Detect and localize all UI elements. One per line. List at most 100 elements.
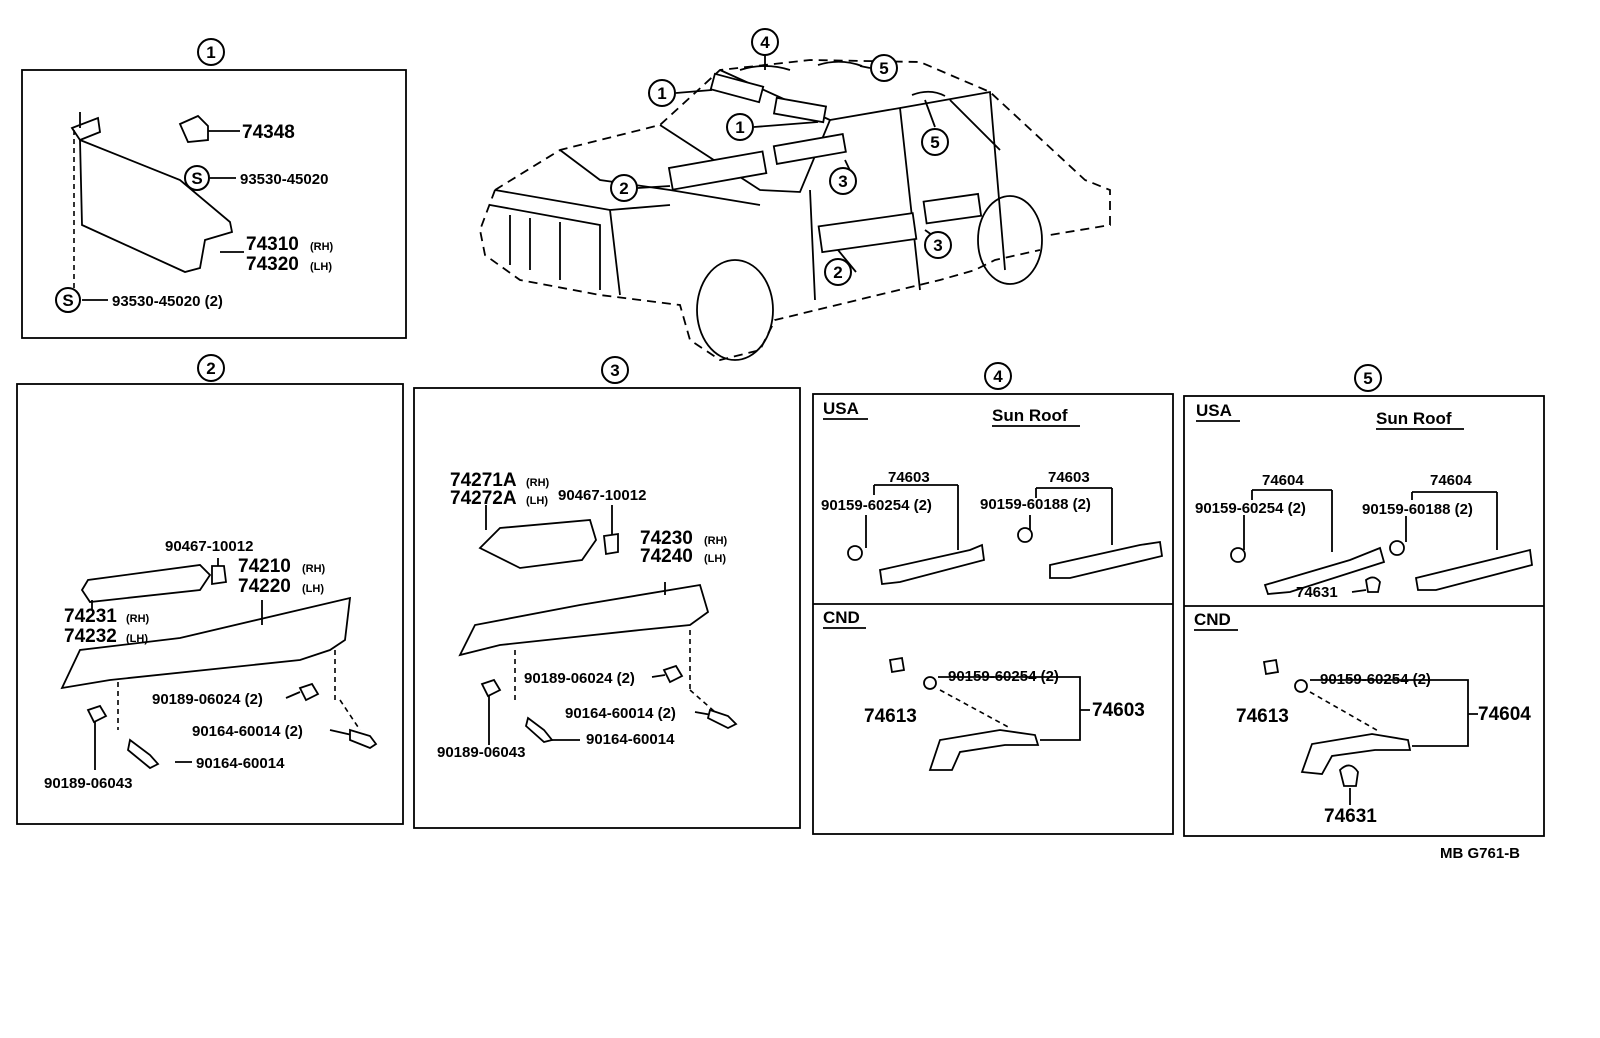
side-rh-74310: (RH) <box>310 241 334 253</box>
side-rh-74271a: (RH) <box>526 477 550 489</box>
part-74310: 74310 <box>246 234 299 255</box>
side-lh-74220: (LH) <box>302 583 324 595</box>
armrest-front-right <box>772 133 847 165</box>
grip-74603-a <box>878 543 985 585</box>
panel-5-sunroof-label: Sun Roof <box>1376 409 1452 428</box>
cnd-grip-74604 <box>1300 733 1412 775</box>
car-callout-2a: 2 <box>610 174 638 202</box>
part-90164-60014-2: 90164-60014 (2) <box>192 723 303 740</box>
cnd-cap-74613 <box>1262 658 1280 676</box>
panel-2-armrest: 2 90467-10012 74210 (RH) 74220 (LH) 7423… <box>16 354 404 825</box>
part-93530-45020-2: 93530-45020 (2) <box>112 293 223 310</box>
svg-text:4: 4 <box>760 33 770 52</box>
part-90159-60254-2-cnd: 90159-60254 (2) <box>1320 671 1431 688</box>
car-outline <box>479 59 1111 361</box>
part-74240: 74240 <box>640 546 693 567</box>
panel-5-usa-brackets <box>1243 489 1498 593</box>
svg-text:5: 5 <box>879 59 888 78</box>
cnd-grip-74603 <box>928 729 1040 771</box>
svg-text:2: 2 <box>833 263 842 282</box>
panel-1-frame <box>21 69 407 339</box>
panel-3-frame <box>413 387 801 829</box>
visor-clip-74348 <box>178 114 209 143</box>
cnd-cap-74613 <box>888 656 906 674</box>
part-90159-60254-2: 90159-60254 (2) <box>1195 500 1306 517</box>
visor-front-right <box>772 96 828 124</box>
car-callout-4: 4 <box>751 28 779 56</box>
part-90159-60254-2: 90159-60254 (2) <box>821 497 932 514</box>
panel-2-callout: 2 <box>197 354 225 382</box>
armrest-pad-74210 <box>80 564 212 603</box>
panel-5-callout: 5 <box>1354 364 1382 392</box>
panel-4-assist-grip: 4 USA Sun Roof CND 74603 90159-60254 (2)… <box>812 362 1174 835</box>
panel-3-leaders <box>485 505 713 745</box>
side-lh-74272a: (LH) <box>526 495 548 507</box>
car-callout-2b: 2 <box>824 258 852 286</box>
grip-74604-b <box>1414 548 1533 591</box>
visor-front-left <box>709 72 765 104</box>
part-74348: 74348 <box>242 122 295 143</box>
panel-4-callout: 4 <box>984 362 1012 390</box>
part-90189-06043: 90189-06043 <box>437 744 525 761</box>
panel-1-callout: 1 <box>197 38 225 66</box>
svg-text:3: 3 <box>610 361 619 380</box>
car-rear-door <box>899 90 1006 271</box>
armrest-pad-74230 <box>458 583 710 657</box>
panel-3-callout: 3 <box>601 356 629 384</box>
armrest-cover-74271a <box>478 519 597 569</box>
screw-90159-60254 <box>847 545 863 561</box>
bolt-90164-60014-2 <box>349 728 378 750</box>
part-90159-60188-2: 90159-60188 (2) <box>980 496 1091 513</box>
svg-text:3: 3 <box>933 236 942 255</box>
part-74603-cnd: 74603 <box>1092 700 1145 721</box>
svg-text:1: 1 <box>206 43 215 62</box>
nut-90189-06043 <box>86 704 108 724</box>
panel-5-cnd-label: CND <box>1194 610 1231 629</box>
part-74320: 74320 <box>246 254 299 275</box>
panel-5-usa-label: USA <box>1196 401 1232 420</box>
panel-4-frame <box>812 393 1174 835</box>
part-74271a: 74271A <box>450 470 517 491</box>
svg-text:3: 3 <box>838 172 847 191</box>
grip-roof-side <box>911 90 946 97</box>
panel-5-cnd-dash <box>1309 691 1381 733</box>
panel-3-armrest-rear: 3 74271A (RH) 74272A (LH) 90467-10012 74… <box>413 356 801 829</box>
side-lh-74320: (LH) <box>310 261 332 273</box>
part-90164-60014-2: 90164-60014 (2) <box>565 705 676 722</box>
part-74604-a: 74604 <box>1262 472 1304 489</box>
svg-text:1: 1 <box>735 118 744 137</box>
sun-visor-shape <box>79 138 234 273</box>
svg-text:4: 4 <box>993 367 1003 386</box>
panel-3-dash-lines <box>514 630 716 713</box>
panel-4-cnd-dash <box>939 689 1011 729</box>
part-74604-b: 74604 <box>1430 472 1472 489</box>
screw-90159-60188 <box>1389 540 1405 556</box>
side-lh-74240: (LH) <box>704 553 726 565</box>
svg-text:S: S <box>191 169 202 188</box>
hook-74631 <box>1365 576 1381 593</box>
part-74603-b: 74603 <box>1048 469 1090 486</box>
nut-90189-06043 <box>480 678 502 698</box>
side-rh-74230: (RH) <box>704 535 728 547</box>
svg-text:5: 5 <box>1363 369 1372 388</box>
panel-4-cnd-label: CND <box>823 608 860 627</box>
part-74232: 74232 <box>64 626 117 647</box>
panel-1-sun-visor: 1 S S 74348 93530-45020 74310 (RH) 74320… <box>21 38 407 339</box>
part-90164-60014: 90164-60014 <box>586 731 675 748</box>
cnd-screw-90159-60254 <box>923 676 937 690</box>
car-grille <box>489 204 601 290</box>
part-90164-60014: 90164-60014 <box>196 755 285 772</box>
cnd-screw-90159-60254 <box>1294 679 1308 693</box>
svg-text:5: 5 <box>930 133 939 152</box>
bolt-90164-60014 <box>127 738 160 770</box>
clip-90467-10012 <box>603 532 619 556</box>
svg-text:2: 2 <box>206 359 215 378</box>
car-callout-1a: 1 <box>648 79 676 107</box>
panel-4-usa-brackets <box>865 484 1113 550</box>
screw-90159-60188 <box>1017 527 1033 543</box>
visor-hinge <box>70 112 101 142</box>
armrest-front-left <box>667 150 768 191</box>
grip-74603-b <box>1049 540 1164 579</box>
panel-5-cnd-brackets <box>1310 679 1478 805</box>
bolt-90164-60014 <box>524 716 554 743</box>
